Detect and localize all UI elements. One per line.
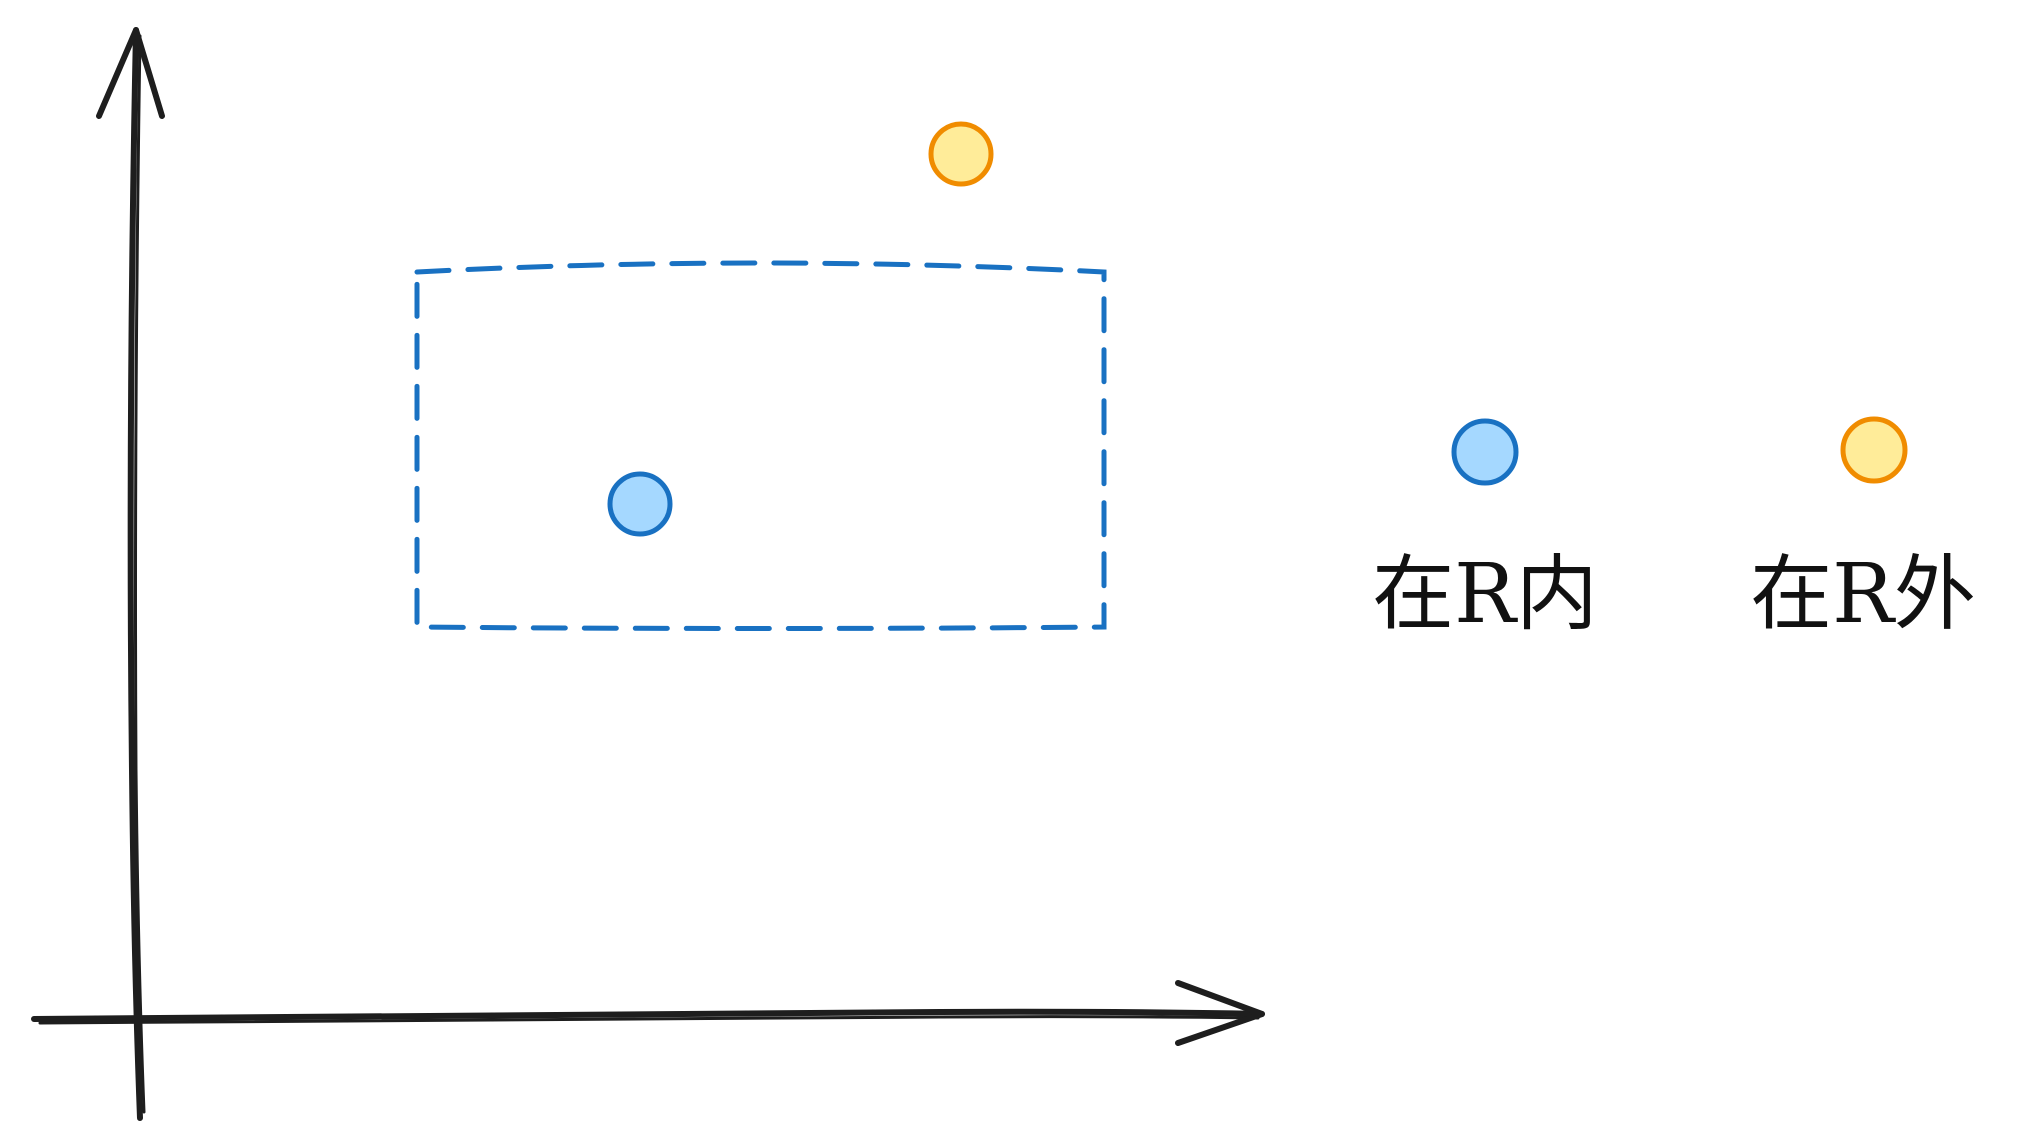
legend-outside-marker [1840, 416, 1908, 484]
y-axis-arrowhead [96, 27, 165, 119]
x-axis-arrowhead [1175, 980, 1265, 1046]
region-r-dashed-rectangle [414, 260, 1107, 631]
legend-outside-label: 在R外 [1750, 547, 1976, 642]
point-outside-region [928, 121, 994, 187]
y-axis [96, 27, 165, 1121]
legend-inside-label: 在R内 [1372, 547, 1598, 642]
legend: 在R内 在R外 [1372, 416, 1976, 642]
x-axis [31, 980, 1265, 1046]
legend-inside-marker [1451, 418, 1519, 486]
point-inside-region [607, 471, 673, 537]
